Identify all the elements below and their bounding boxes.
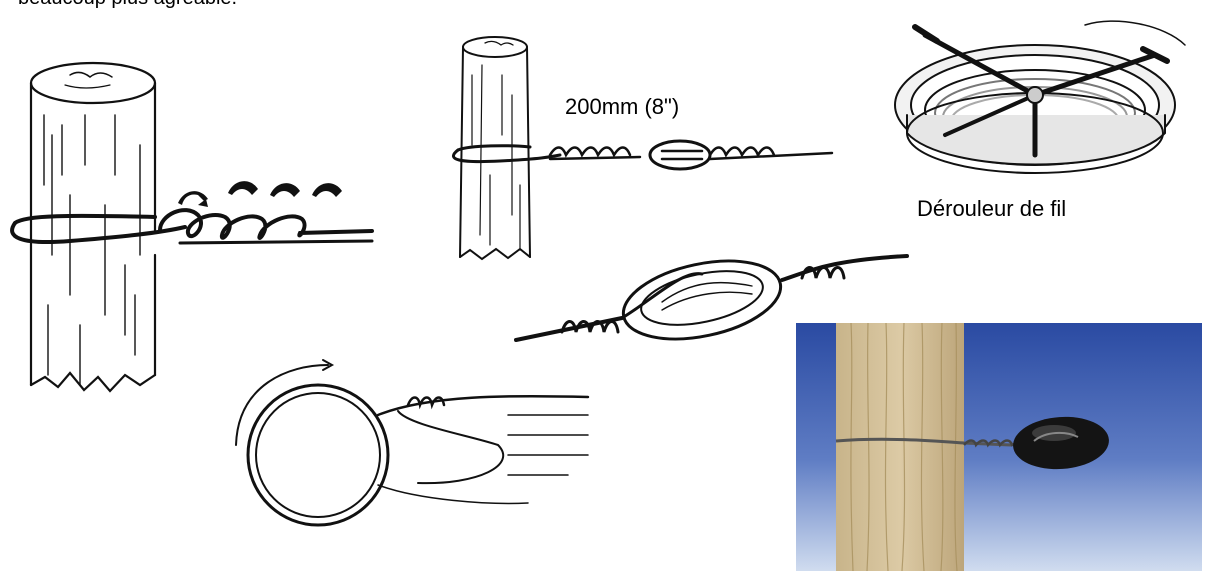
wood-post-photo	[796, 323, 1202, 571]
reel-caption: Dérouleur de fil	[917, 196, 1066, 222]
dimension-label: 200mm (8")	[565, 94, 679, 120]
top-text-partial: beaucoup plus agréable.	[18, 0, 237, 10]
post-insulator-illustration	[440, 35, 840, 265]
loop-knot-illustration	[228, 355, 598, 525]
reel-illustration	[885, 5, 1195, 185]
